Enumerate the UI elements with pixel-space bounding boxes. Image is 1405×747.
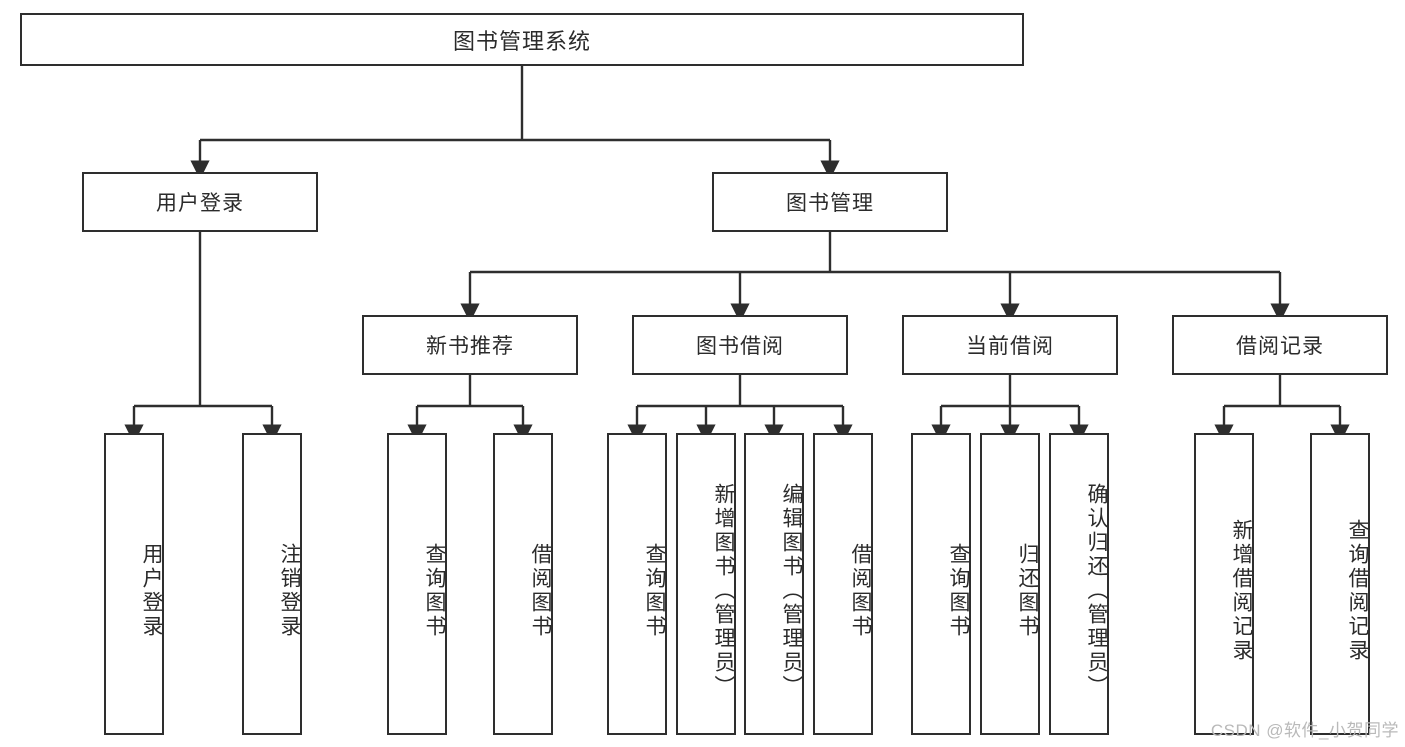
watermark-text: CSDN @软件_小贺同学 bbox=[1210, 721, 1399, 740]
node-root-library-system[interactable]: 图书管理系统 bbox=[20, 13, 1024, 66]
node-user-login[interactable]: 用户登录 bbox=[82, 172, 318, 232]
leaf-query-book-recommend[interactable]: 查询图书 bbox=[387, 433, 447, 735]
leaf-query-book-current[interactable]: 查询图书 bbox=[911, 433, 971, 735]
leaf-add-book-admin[interactable]: 新增图书（管理员） bbox=[676, 433, 736, 735]
leaf-return-book[interactable]: 归还图书 bbox=[980, 433, 1040, 735]
leaf-confirm-return-admin[interactable]: 确认归还（管理员） bbox=[1049, 433, 1109, 735]
node-book-borrow[interactable]: 图书借阅 bbox=[632, 315, 848, 375]
leaf-borrow-book-recommend[interactable]: 借阅图书 bbox=[493, 433, 553, 735]
node-book-management[interactable]: 图书管理 bbox=[712, 172, 948, 232]
leaf-edit-book-admin[interactable]: 编辑图书（管理员） bbox=[744, 433, 804, 735]
leaf-query-book-borrow[interactable]: 查询图书 bbox=[607, 433, 667, 735]
leaf-borrow-book[interactable]: 借阅图书 bbox=[813, 433, 873, 735]
leaf-user-login[interactable]: 用户登录 bbox=[104, 433, 164, 735]
leaf-logout[interactable]: 注销登录 bbox=[242, 433, 302, 735]
node-borrow-record[interactable]: 借阅记录 bbox=[1172, 315, 1388, 375]
leaf-query-borrow-record[interactable]: 查询借阅记录 bbox=[1310, 433, 1370, 735]
node-current-borrow[interactable]: 当前借阅 bbox=[902, 315, 1118, 375]
leaf-add-borrow-record[interactable]: 新增借阅记录 bbox=[1194, 433, 1254, 735]
node-new-book-recommend[interactable]: 新书推荐 bbox=[362, 315, 578, 375]
